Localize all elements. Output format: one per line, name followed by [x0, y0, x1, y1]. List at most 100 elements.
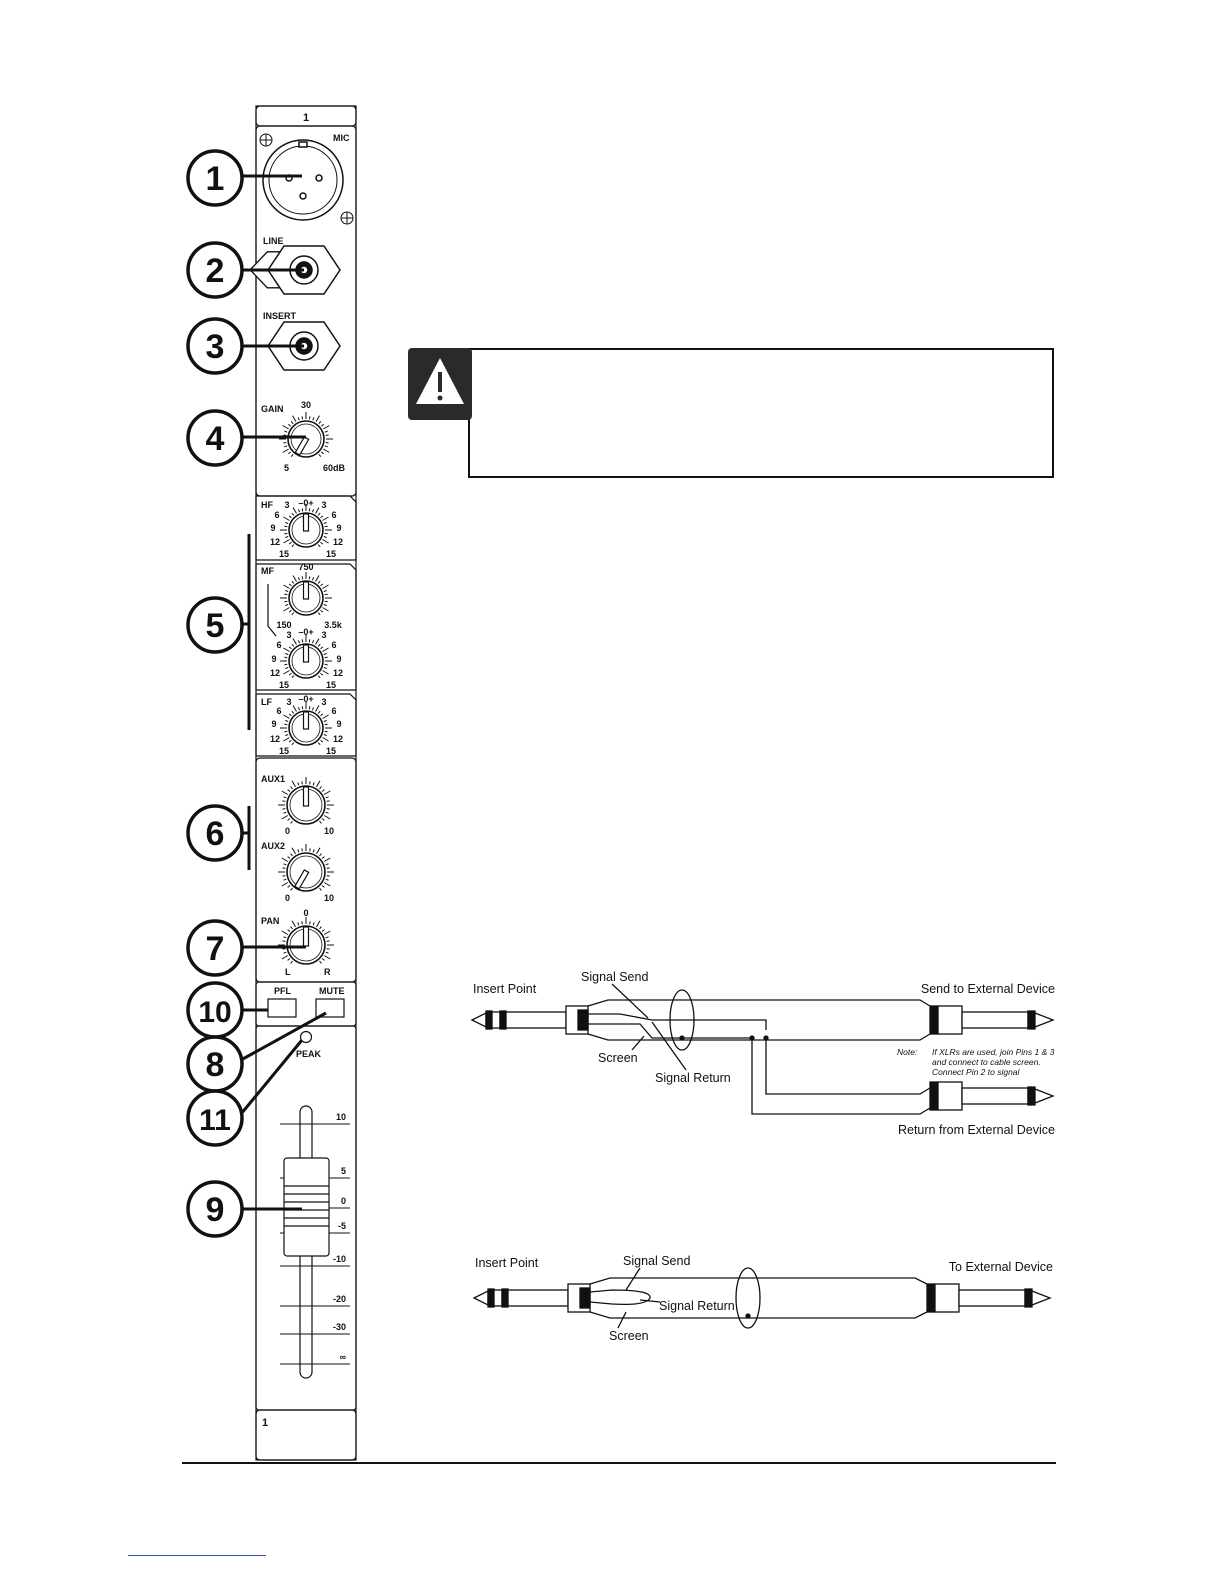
ts-plug-icon — [926, 1283, 1052, 1313]
warning-box — [468, 348, 1054, 478]
fader-scale-label: 5 — [341, 1166, 346, 1176]
mf-l3: 3 — [286, 630, 291, 640]
callout-number: 3 — [206, 328, 225, 366]
fader-scale-label: -5 — [338, 1221, 346, 1231]
diagram-a-send-to-external: Send to External Device — [921, 982, 1055, 996]
callout-number: 4 — [206, 420, 225, 458]
hf-l12: 12 — [270, 537, 280, 547]
diagram-b-signal-send: Signal Send — [623, 1254, 690, 1268]
insert-label: INSERT — [263, 311, 297, 321]
callout-marker: 1 — [186, 149, 244, 207]
callout-marker: 4 — [186, 409, 244, 467]
fader-scale-label: -30 — [333, 1322, 346, 1332]
pfl-label: PFL — [274, 986, 292, 996]
diagram-a-note-line1: If XLRs are used, join Pins 1 & 3 — [932, 1047, 1055, 1057]
mf-freq-min: 150 — [276, 620, 291, 630]
gain-label: GAIN — [261, 404, 284, 414]
hf-eq-knob[interactable] — [280, 504, 332, 548]
insert-cable-diagram-mono: Insert Point Signal Send To External Dev… — [472, 1254, 1053, 1343]
mf-l15: 15 — [279, 680, 289, 690]
callout-number: 5 — [206, 607, 225, 645]
mic-label: MIC — [333, 133, 350, 143]
aux2-min: 0 — [285, 893, 290, 903]
channel-number-bottom: 1 — [262, 1417, 268, 1429]
hf-r15: 15 — [326, 549, 336, 559]
mf-label: MF — [261, 566, 274, 576]
lf-l9: 9 — [271, 719, 276, 729]
knob-pointer — [294, 869, 310, 890]
hf-l9: 9 — [270, 523, 275, 533]
aux2-knob[interactable] — [278, 844, 334, 892]
mute-label: MUTE — [319, 986, 345, 996]
diagram-b-to-external: To External Device — [949, 1260, 1053, 1274]
trs-plug-icon — [472, 1283, 591, 1313]
gain-top-label: 30 — [301, 400, 311, 410]
knob-rim — [289, 855, 323, 889]
callout-leaders — [239, 174, 327, 1211]
hf-l6: 6 — [274, 510, 279, 520]
knob-pointer — [302, 513, 310, 532]
lf-l15: 15 — [279, 746, 289, 756]
mf-frequency-knob[interactable] — [280, 572, 332, 616]
mf-r9: 9 — [336, 654, 341, 664]
mf-freq-max: 3.5k — [324, 620, 343, 630]
knob-scale-ticks — [278, 917, 334, 964]
mf-gain-knob[interactable] — [280, 635, 332, 679]
hf-l15: 15 — [279, 549, 289, 559]
mf-l6: 6 — [276, 640, 281, 650]
fader-scale-label: 0 — [341, 1196, 346, 1206]
lf-eq-knob[interactable] — [280, 702, 332, 746]
knob-pointer — [302, 581, 310, 600]
footer-link-underline — [128, 1555, 266, 1556]
diagram-a-insert-point: Insert Point — [473, 982, 537, 996]
aux1-knob[interactable] — [278, 777, 334, 825]
peak-label: PEAK — [296, 1049, 322, 1059]
knob-scale-ticks — [280, 702, 332, 746]
mf-r12: 12 — [333, 668, 343, 678]
channel-label-strip-bottom — [255, 1409, 357, 1461]
lf-center-label: –0+ — [298, 694, 313, 704]
fader-scale-label: -10 — [333, 1254, 346, 1264]
pfl-button[interactable] — [267, 998, 297, 1018]
hf-r9: 9 — [336, 523, 341, 533]
knob-scale-ticks — [278, 844, 334, 891]
callout-number: 10 — [198, 996, 231, 1029]
gain-min-label: 5 — [284, 463, 289, 473]
line-label: LINE — [263, 236, 284, 246]
callout-marker: 6 — [186, 804, 244, 862]
mf-r15: 15 — [326, 680, 336, 690]
lf-l6: 6 — [276, 706, 281, 716]
gain-knob[interactable] — [279, 412, 333, 458]
xlr-mic-input-icon[interactable] — [262, 139, 344, 221]
pan-right-label: R — [324, 967, 331, 977]
diagram-a-note-label: Note: — [897, 1047, 918, 1057]
knob-scale-ticks — [278, 777, 334, 824]
knob-scale-ticks — [280, 572, 332, 616]
hf-label: HF — [261, 500, 273, 510]
knob-pointer — [294, 436, 310, 456]
mf-l9: 9 — [271, 654, 276, 664]
mf-l12: 12 — [270, 668, 280, 678]
callout-number: 2 — [206, 252, 225, 290]
callout-marker: 7 — [186, 919, 244, 977]
lf-r3: 3 — [321, 697, 326, 707]
callout-marker: 2 — [186, 241, 244, 299]
mute-button[interactable] — [315, 998, 345, 1018]
diagram-a-signal-return: Signal Return — [655, 1071, 731, 1085]
mf-r3: 3 — [321, 630, 326, 640]
diagram-b-screen: Screen — [609, 1329, 649, 1343]
knob-scale-ticks — [280, 635, 332, 679]
gain-max-label: 60dB — [323, 463, 346, 473]
knob-scale-ticks — [280, 504, 332, 548]
warning-icon — [408, 348, 472, 420]
fader-scale-label: -20 — [333, 1294, 346, 1304]
aux2-max: 10 — [324, 893, 334, 903]
peak-led — [299, 1030, 313, 1044]
knob-pointer — [302, 926, 310, 947]
channel-fader-knob[interactable] — [283, 1157, 330, 1257]
lf-r15: 15 — [326, 746, 336, 756]
knob-rim — [290, 423, 322, 455]
mf-r6: 6 — [331, 640, 336, 650]
callout-number: 6 — [206, 815, 225, 853]
